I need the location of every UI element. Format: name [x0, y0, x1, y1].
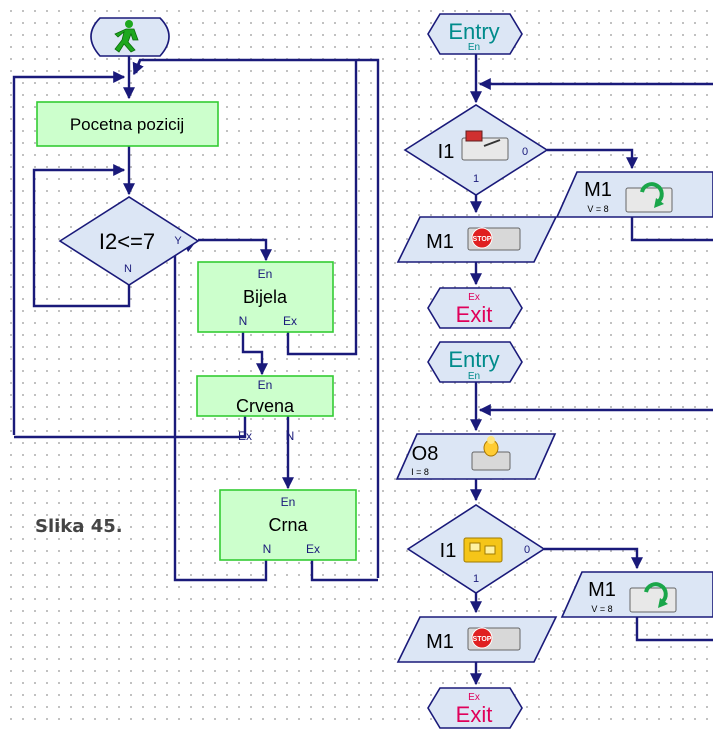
sub-crvena-name: Crvena: [236, 396, 295, 416]
sub-bijela-n: N: [239, 314, 248, 328]
sub-crna-n: N: [263, 542, 272, 556]
sub-bijela-ex: Ex: [283, 314, 297, 328]
sub-bijela-en: En: [258, 267, 273, 281]
yellow-switch-icon: [463, 537, 503, 563]
entry-top-sub: En: [468, 42, 480, 53]
entry-bottom-label: Entry: [448, 347, 499, 372]
sub-crna-en: En: [281, 495, 296, 509]
subprogram-crvena[interactable]: En Crvena Ex N: [196, 375, 334, 443]
condition-yes-label: Y: [174, 235, 182, 247]
exit-top-label: Exit: [456, 302, 493, 327]
motor-on-top-sub: V = 8: [587, 204, 608, 214]
sub-crvena-n: N: [286, 429, 295, 443]
exit-bottom-label: Exit: [456, 702, 493, 727]
motor-on-block-top[interactable]: M1 V = 8: [555, 171, 713, 218]
entry-block-bottom[interactable]: Entry En: [427, 341, 523, 383]
figure-caption: Slika 45.: [35, 516, 123, 537]
input-bottom-name: I1: [440, 540, 457, 562]
svg-text:STOP: STOP: [473, 236, 492, 243]
entry-block-top[interactable]: Entry En: [427, 13, 523, 55]
stop-sign-icon: STOP: [467, 227, 521, 251]
stop-sign-icon: STOP: [467, 627, 521, 651]
motor-stop-bottom-name: M1: [426, 631, 454, 653]
input-top-name: I1: [438, 141, 455, 163]
output-block[interactable]: O8 I = 8: [395, 433, 557, 480]
motor-stop-block-bottom[interactable]: M1 STOP: [396, 616, 558, 663]
motor-stop-top-name: M1: [426, 231, 454, 253]
input-top-out1: 1: [473, 173, 479, 185]
motor-on-bottom-sub: V = 8: [591, 604, 612, 614]
sub-crna-ex: Ex: [306, 542, 320, 556]
init-block[interactable]: Pocetna pozicij: [36, 101, 219, 147]
exit-bottom-sub: Ex: [468, 692, 480, 703]
sub-crvena-ex: Ex: [238, 429, 252, 443]
output-sub: I = 8: [411, 467, 429, 477]
motor-on-top-name: M1: [584, 179, 612, 201]
input-top-out0: 0: [522, 146, 528, 158]
exit-top-sub: Ex: [468, 292, 480, 303]
input-block-bottom[interactable]: I1 0 1: [406, 504, 546, 594]
subprogram-bijela[interactable]: En Bijela N Ex: [197, 261, 334, 333]
condition-no-label: N: [124, 263, 132, 275]
input-bottom-out1: 1: [473, 573, 479, 585]
start-block[interactable]: [90, 17, 170, 57]
right-bottom-flowchart: Entry En O8 I = 8 I1 0 1: [395, 341, 713, 729]
sub-crna-name: Crna: [268, 515, 308, 535]
push-button-switch-icon: [461, 130, 509, 161]
exit-block-bottom[interactable]: Ex Exit: [427, 687, 523, 729]
subprogram-crna[interactable]: En Crna N Ex: [219, 489, 357, 561]
motor-on-bottom-name: M1: [588, 579, 616, 601]
right-top-flowchart: Entry En I1 0 1 M1 V = 8: [396, 13, 713, 329]
left-flowchart: Pocetna pozicij I2<=7 Y N En Bijela N Ex…: [12, 17, 380, 582]
green-running-man-icon: [114, 20, 139, 53]
entry-top-label: Entry: [448, 19, 499, 44]
output-name: O8: [412, 443, 439, 465]
sub-bijela-name: Bijela: [243, 287, 288, 307]
motor-rotate-icon: [625, 182, 673, 213]
motor-stop-block-top[interactable]: M1 STOP: [396, 216, 558, 263]
sub-crvena-en: En: [258, 378, 273, 392]
lamp-icon: [471, 436, 511, 471]
input-block-top[interactable]: I1 0 1: [403, 104, 549, 196]
condition-block[interactable]: I2<=7 Y N: [58, 196, 200, 286]
exit-block-top[interactable]: Ex Exit: [427, 287, 523, 329]
entry-bottom-sub: En: [468, 371, 480, 382]
svg-text:STOP: STOP: [473, 636, 492, 643]
motor-on-block-bottom[interactable]: M1 V = 8: [560, 571, 713, 618]
condition-label: I2<=7: [99, 229, 155, 254]
motor-rotate-icon: [629, 582, 677, 613]
init-block-label: Pocetna pozicij: [70, 115, 184, 134]
input-bottom-out0: 0: [524, 544, 530, 556]
